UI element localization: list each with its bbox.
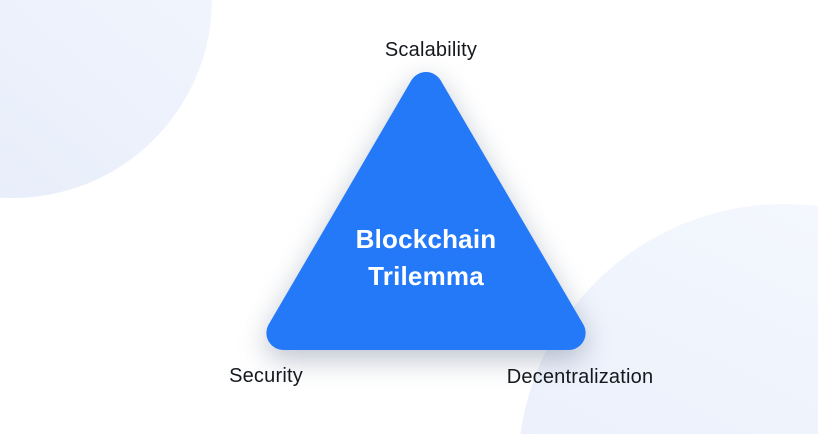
vertex-label-scalability: Scalability (384, 39, 478, 61)
triangle-shape (266, 72, 586, 350)
triangle-center-label: Blockchain Trilemma (356, 221, 497, 295)
vertex-label-security: Security (229, 365, 303, 387)
vertex-label-decentralization: Decentralization (506, 366, 654, 388)
triangle-center-label-line2: Trilemma (368, 261, 484, 291)
triangle-center-label-line1: Blockchain (355, 224, 497, 254)
